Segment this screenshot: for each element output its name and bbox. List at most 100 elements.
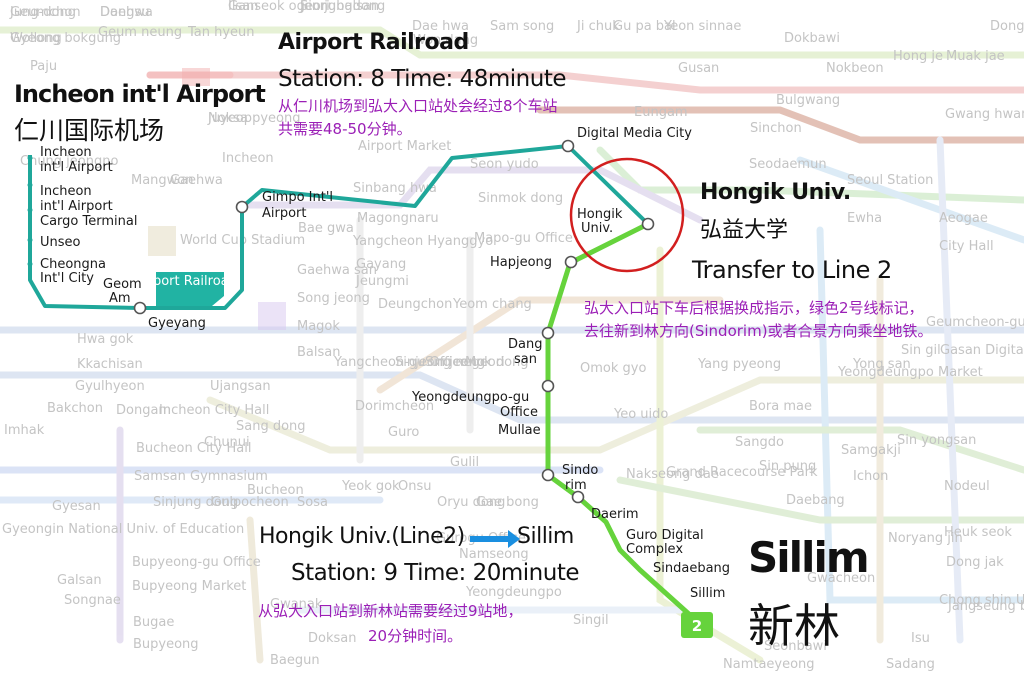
line2-badge: 2 bbox=[681, 612, 713, 638]
background-station-label: Sin yongsan bbox=[897, 433, 976, 448]
background-station-label: Omok gyo bbox=[580, 361, 646, 376]
background-station-label: Gusan bbox=[678, 61, 719, 76]
background-station-label: Ji chuk bbox=[576, 19, 620, 34]
station-dmc bbox=[561, 139, 575, 153]
background-station-label: Mangwon bbox=[131, 173, 194, 188]
background-station-label: Sin gil bbox=[901, 343, 941, 358]
line2-badge-text: 2 bbox=[692, 617, 702, 635]
background-station-label: Jeungmi bbox=[355, 274, 409, 289]
station-label: Airport bbox=[262, 206, 307, 221]
background-station-label: Nakseong dae bbox=[626, 467, 719, 482]
background-station-label: Chong shin Univ. bbox=[939, 593, 1024, 608]
background-station-label: Daebang bbox=[786, 493, 845, 508]
background-station-label: Bakchon bbox=[47, 401, 103, 416]
background-station-label: Doksan bbox=[308, 631, 356, 646]
station-label: Hongik bbox=[577, 207, 623, 222]
background-station-label: Gyeongin National Univ. of Education bbox=[2, 522, 244, 537]
background-station-label: Muak jae bbox=[946, 49, 1005, 64]
background-station-label: Gwacheon bbox=[807, 571, 875, 586]
station-dot bbox=[27, 155, 33, 161]
station-label: Cheongna bbox=[40, 257, 106, 272]
background-station-label: Jung-dong bbox=[9, 5, 76, 20]
background-station-label: Geumchon bbox=[10, 5, 81, 20]
station-dangsan bbox=[541, 326, 555, 340]
background-station-label: Heuk seok bbox=[944, 525, 1012, 540]
hongik-title-zh: 弘益大学 bbox=[700, 218, 789, 243]
background-station-label: Bupyeong-gu Office bbox=[132, 555, 261, 570]
svg-text:Sindorim: Sindorim bbox=[562, 463, 598, 493]
background-station-label: Gaehwa bbox=[170, 173, 223, 188]
background-station-label: Yang pyeong bbox=[697, 357, 781, 372]
background-station-label: Yeok gok bbox=[341, 479, 400, 494]
background-station-label: Mapo-gu Office bbox=[474, 231, 573, 246]
station-label: Am bbox=[109, 291, 131, 306]
background-station-label: Gulpocheon bbox=[211, 495, 289, 510]
incheon-airport-title-zh: 仁川国际机场 bbox=[14, 116, 165, 145]
background-station-label: Gwanak bbox=[270, 597, 323, 612]
station-label: Incheon bbox=[40, 184, 92, 199]
background-station-label: Yeon sinnae bbox=[663, 19, 741, 34]
airport-railroad-title: Airport Railroad bbox=[278, 30, 469, 55]
background-station-label: Sinmok dong bbox=[478, 191, 563, 206]
background-block bbox=[182, 68, 210, 86]
station-label: Gyeyang bbox=[148, 316, 206, 331]
background-station-label: Gyeong bokgung bbox=[10, 31, 121, 46]
background-station-label: Seoul Station bbox=[847, 173, 933, 188]
station-label: Hapjeong bbox=[490, 255, 552, 270]
background-station-label: Tan hyeun bbox=[187, 25, 255, 40]
background-station-label: Magongnaru bbox=[357, 211, 439, 226]
background-station-label: Paju bbox=[30, 59, 57, 74]
station-label: Office bbox=[500, 405, 538, 420]
background-station-label: Sam song bbox=[490, 19, 554, 34]
incheon-airport-title: Incheon int'l Airport bbox=[14, 80, 266, 108]
station-label: int'l Airport bbox=[40, 160, 113, 175]
background-station-label: Seodaemun bbox=[749, 157, 827, 172]
background-station-label: Jeongbalsan bbox=[299, 0, 379, 14]
background-station-label: Gu pa bal bbox=[613, 19, 676, 34]
background-station-label: Sadang bbox=[886, 657, 935, 672]
station-label: Geom bbox=[103, 277, 142, 292]
background-station-label: Sangdo bbox=[735, 435, 784, 450]
background-station-label: Yangcheon-gu Office bbox=[333, 355, 467, 370]
background-station-label: Sinbang hwa bbox=[353, 181, 437, 196]
background-station-label: Gae bong bbox=[476, 495, 539, 510]
background-station-label: Seon yudo bbox=[470, 157, 539, 172]
background-station-label: Sinjeong negeori bbox=[395, 355, 505, 370]
background-station-label: Ganseok ogeori bbox=[228, 0, 330, 14]
station-label: Unseo bbox=[40, 235, 81, 250]
background-station-label: Sin pung bbox=[759, 459, 816, 474]
background-station-label: Yangcheon Hyanggyo bbox=[352, 234, 493, 249]
background-station-label: Grand Racecourse Park bbox=[666, 465, 818, 480]
background-station-label: Songnae bbox=[64, 593, 121, 608]
background-station-label: Galsan bbox=[57, 573, 102, 588]
background-station-label: Bae gwa bbox=[298, 221, 354, 236]
route-note-line1: 从弘大入口站到新林站需要经过9站地， bbox=[258, 602, 523, 620]
background-station-label: Dokbawi bbox=[784, 31, 840, 46]
transfer-line2-label: Transfer to Line 2 bbox=[692, 256, 892, 284]
airport-railroad-stats: Station: 8 Time: 48minute bbox=[278, 66, 567, 92]
background-station-label: Daehwa bbox=[100, 5, 153, 20]
station-dot bbox=[545, 427, 551, 433]
background-station-label: Incheon bbox=[222, 151, 274, 166]
station-dot bbox=[27, 182, 33, 188]
background-station-label: Aeogae bbox=[939, 211, 988, 226]
background-station-label: Dae hwa bbox=[412, 19, 469, 34]
background-station-label: Wollong bbox=[10, 31, 62, 46]
background-station-label: Noksa pyeong bbox=[208, 111, 300, 126]
background-lines bbox=[0, 26, 1024, 664]
background-station-label: Yeo uido bbox=[613, 407, 668, 422]
background-station-label: Seonbawi bbox=[764, 639, 827, 654]
station-yeongdeungpo bbox=[541, 379, 555, 393]
station-label: Incheon bbox=[40, 145, 92, 160]
station-label: rim bbox=[565, 478, 587, 493]
airport-railroad-note-line2: 共需要48-50分钟。 bbox=[278, 120, 412, 138]
station-label: Digital Media City bbox=[577, 126, 692, 141]
background-station-label: Dorimcheon bbox=[355, 399, 434, 414]
background-station-label: Dongam bbox=[116, 403, 171, 418]
background-station-label: Geumcheon-gu Office bbox=[926, 315, 1024, 330]
